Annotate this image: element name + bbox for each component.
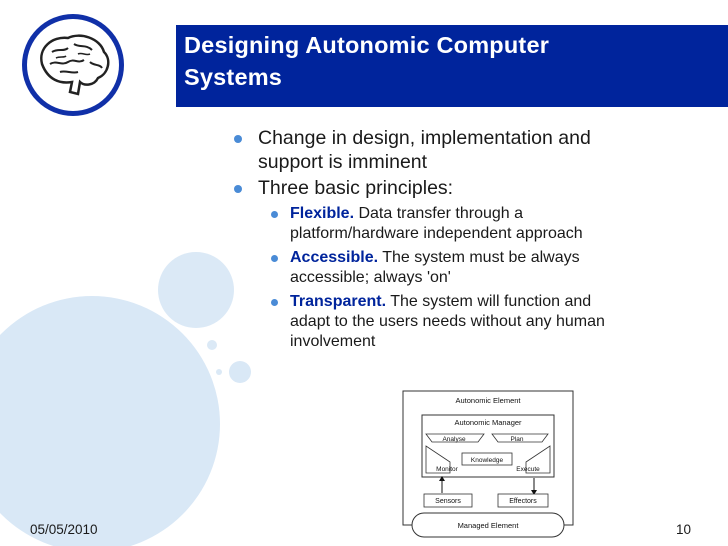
bg-circle-large (0, 296, 220, 546)
plan-label: Plan (510, 436, 523, 443)
sub-bullet-item: Accessible. The system must be always ac… (228, 248, 698, 288)
execute-shape (525, 445, 551, 474)
principle-desc-line-2: accessible; always 'on' (290, 269, 451, 286)
bullet-list: Change in design, implementation and sup… (228, 126, 698, 353)
principle-desc-line-3: involvement (290, 333, 376, 350)
bg-circle-small (229, 361, 251, 383)
autonomic-diagram: Autonomic Element Autonomic Manager Anal… (402, 390, 574, 538)
sub-bullet-icon (271, 255, 278, 262)
slide-title: Designing Autonomic Computer Systems (184, 29, 708, 93)
managed-element-shape (411, 512, 565, 538)
bullet-text-line-2: support is imminent (258, 151, 428, 173)
arrow-up-head (439, 476, 445, 481)
knowledge-box (461, 452, 513, 466)
title-line-1: Designing Autonomic Computer (184, 32, 550, 58)
page-number: 10 (676, 522, 692, 537)
plan-shape (491, 433, 549, 443)
analyse-label: Analyse (442, 436, 466, 443)
principle-desc: Data transfer through a (354, 205, 524, 222)
effectors-box (497, 493, 549, 508)
footer-date: 05/05/2010 (30, 522, 98, 537)
manager-label: Autonomic Manager (454, 418, 522, 427)
principle-desc: The system must be always (378, 249, 580, 266)
bullet-icon (234, 135, 242, 143)
effectors-label: Effectors (509, 498, 537, 505)
principle-term: Transparent. (290, 293, 387, 310)
bg-circle-tiny (207, 340, 217, 350)
principle-desc: The system will function and (386, 293, 592, 310)
brain-icon (22, 14, 124, 116)
sub-bullet-icon (271, 211, 278, 218)
diagram-element-label: Autonomic Element (455, 396, 521, 405)
analyse-shape (425, 433, 485, 443)
bullet-item: Three basic principles: (228, 176, 698, 200)
sensors-box (423, 493, 473, 508)
bullet-text-line-1: Change in design, implementation and (258, 127, 591, 149)
bullet-item: Change in design, implementation and sup… (228, 126, 698, 174)
title-line-2: Systems (184, 64, 283, 90)
bg-circle-dot (216, 369, 222, 375)
monitor-shape (425, 445, 451, 474)
arrow-down-head (531, 490, 537, 495)
sensors-label: Sensors (435, 498, 461, 505)
title-bar: Designing Autonomic Computer Systems (176, 25, 728, 107)
execute-label: Execute (516, 466, 540, 473)
principle-term: Accessible. (290, 249, 379, 266)
sub-bullet-item: Flexible. Data transfer through a platfo… (228, 204, 698, 244)
knowledge-label: Knowledge (471, 457, 504, 464)
principle-desc-line-2: platform/hardware independent approach (290, 225, 583, 242)
sub-bullet-icon (271, 299, 278, 306)
principle-desc-line-2: adapt to the users needs without any hum… (290, 313, 605, 330)
managed-element-label: Managed Element (458, 521, 520, 530)
bullet-text: Three basic principles: (258, 177, 454, 199)
bullet-icon (234, 185, 242, 193)
sub-bullet-item: Transparent. The system will function an… (228, 292, 698, 352)
monitor-label: Monitor (436, 466, 459, 473)
bg-circle-medium (158, 252, 234, 328)
principle-term: Flexible. (290, 205, 355, 222)
